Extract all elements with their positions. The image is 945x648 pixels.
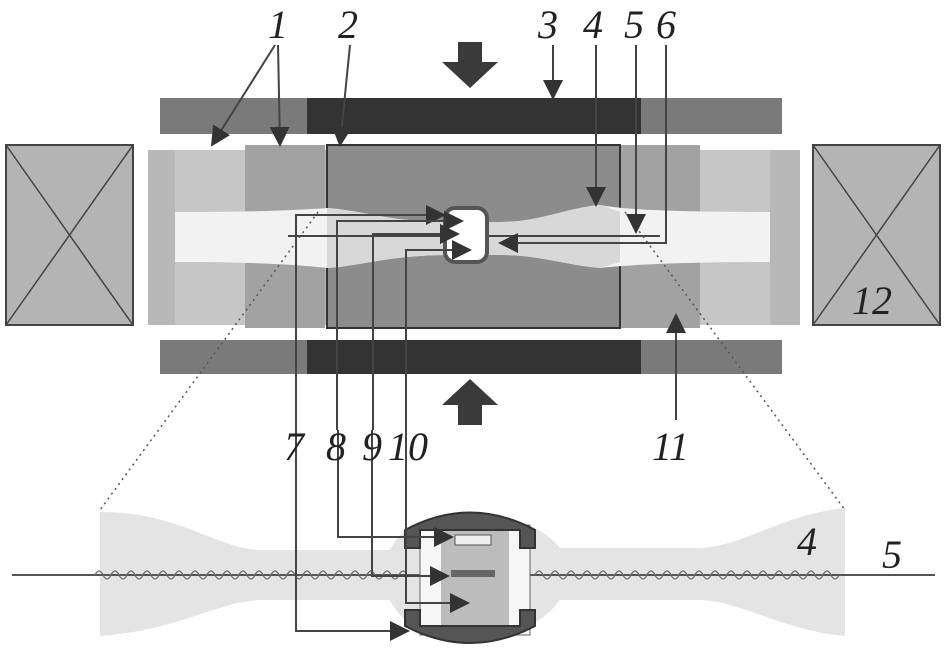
load-arrow-top (442, 42, 498, 88)
label-5: 5 (624, 2, 644, 47)
detail-label-4: 4 (797, 519, 817, 564)
label-8: 8 (326, 424, 346, 469)
label-11: 11 (652, 424, 689, 469)
label-12: 12 (852, 278, 892, 323)
label-3: 3 (537, 2, 558, 47)
label-10: 10 (388, 424, 428, 469)
detail-label-5: 5 (882, 532, 902, 577)
bottom-anvil (160, 340, 782, 374)
label-6: 6 (656, 2, 676, 47)
label-4: 4 (583, 2, 603, 47)
leader-lines (210, 44, 686, 430)
detail-view (12, 430, 935, 644)
heater-coil-left (94, 570, 408, 580)
label-1: 1 (268, 2, 288, 47)
load-arrow-bottom (442, 379, 498, 425)
gasket (148, 144, 800, 329)
heater-coil-right (534, 570, 840, 580)
label-2: 2 (338, 2, 358, 47)
coil-right (812, 144, 941, 326)
coil-left (5, 144, 134, 326)
top-anvil (160, 98, 782, 134)
label-9: 9 (362, 424, 382, 469)
label-7: 7 (284, 424, 306, 469)
